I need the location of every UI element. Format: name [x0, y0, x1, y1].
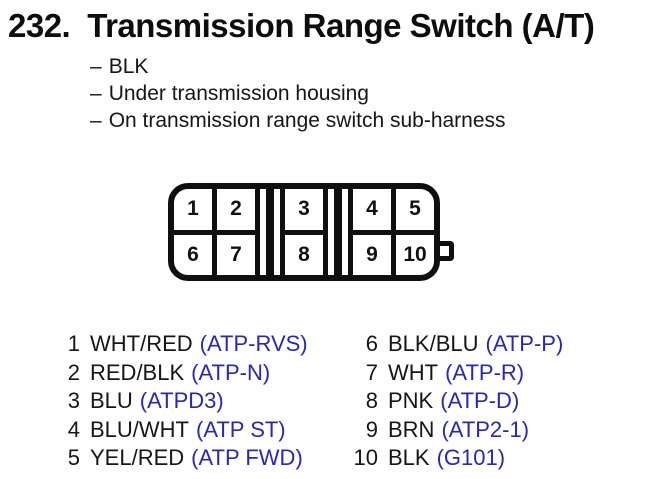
connector-gap [260, 189, 266, 275]
connector-gap [342, 189, 348, 275]
pin-row: 5 YEL/RED(ATP FWD) [50, 444, 308, 473]
signal-name: (ATP-P) [485, 331, 564, 356]
pin-row: 1 WHT/RED(ATP-RVS) [50, 330, 308, 359]
page-title: 232. Transmission Range Switch (A/T) [8, 6, 595, 46]
pin-number: 2 [67, 359, 80, 385]
signal-name: (ATP FWD) [191, 445, 303, 471]
signal-name: (ATP ST) [196, 416, 286, 442]
connector-cavity-1: 1 [174, 189, 212, 230]
signal-name: (ATP-D) [440, 388, 520, 414]
connector-divider-bar [334, 189, 342, 275]
bullet-dash: – [90, 82, 102, 105]
connector-cavity-7: 7 [217, 234, 255, 275]
note-text: On transmission range switch sub-harness [108, 109, 506, 132]
wire-color: BLU/WHT [90, 416, 189, 442]
connector-divider-bar [266, 189, 274, 275]
note-item: –BLK [90, 53, 506, 80]
connector-diagram: 1 2 6 7 3 8 4 5 9 10 [168, 183, 454, 281]
title-text: Transmission Range Switch (A/T) [87, 7, 595, 44]
wire-color: BLK [388, 445, 430, 471]
note-text: BLK [108, 55, 149, 78]
wire-color: PNK [388, 388, 434, 414]
connector-cavity-2: 2 [217, 189, 255, 230]
section-number: 232. [8, 7, 71, 44]
signal-name: (ATPD3) [139, 388, 224, 414]
signal-name: (ATP-R) [445, 359, 525, 385]
connector-group-middle: 3 8 [280, 189, 328, 275]
connector-shell: 1 2 6 7 3 8 4 5 9 10 [168, 183, 440, 281]
connector-gap [274, 189, 280, 275]
wire-color: BRN [388, 416, 435, 442]
pin-number: 8 [365, 388, 378, 414]
signal-name: (ATP-RVS) [199, 331, 308, 356]
connector-gap [328, 189, 334, 275]
signal-name: (ATP2-1) [441, 416, 530, 442]
pin-row: 2 RED/BLK(ATP-N) [50, 359, 308, 388]
pin-number: 1 [67, 331, 80, 356]
connector-group-left: 1 2 6 7 [174, 189, 260, 275]
wire-color: WHT/RED [90, 331, 193, 356]
wire-color: BLK/BLU [388, 331, 479, 356]
bullet-dash: – [90, 55, 102, 78]
wire-color: WHT [388, 359, 439, 385]
pin-row: 7 WHT(ATP-R) [348, 359, 563, 388]
connector-cavity-4: 4 [353, 189, 391, 230]
connector-group-right: 4 5 9 10 [348, 189, 434, 275]
pin-number: 9 [365, 416, 378, 442]
connector-cavity-8: 8 [285, 234, 323, 275]
pin-row: 3 BLU(ATPD3) [50, 387, 308, 416]
pin-row: 4 BLU/WHT (ATP ST) [50, 416, 308, 445]
pin-row: 10 BLK(G101) [348, 444, 563, 473]
pin-number: 10 [353, 445, 378, 471]
pin-row: 6 BLK/BLU(ATP-P) [348, 330, 564, 359]
wire-color: BLU [90, 388, 133, 414]
pin-number: 3 [67, 388, 80, 414]
notes-list: –BLK –Under transmission housing –On tra… [90, 53, 506, 134]
note-text: Under transmission housing [108, 82, 369, 105]
pin-number: 6 [365, 331, 378, 356]
signal-name: (G101) [436, 445, 506, 471]
pin-number: 7 [365, 359, 378, 385]
wire-color: RED/BLK [90, 359, 185, 385]
connector-cavity-9: 9 [353, 234, 391, 275]
wire-color: YEL/RED [90, 445, 185, 471]
bullet-dash: – [90, 109, 102, 132]
pin-number: 5 [67, 445, 80, 471]
pin-row: 8 PNK(ATP-D) [348, 387, 563, 416]
connector-cavity-10: 10 [396, 234, 434, 275]
connector-cavity-6: 6 [174, 234, 212, 275]
pin-number: 4 [67, 416, 80, 442]
pin-row: 9 BRN(ATP2-1) [348, 416, 563, 445]
connector-cavity-3: 3 [285, 189, 323, 230]
signal-name: (ATP-N) [191, 359, 271, 385]
note-item: –On transmission range switch sub-harnes… [90, 107, 506, 134]
note-item: –Under transmission housing [90, 80, 506, 107]
connector-cavity-5: 5 [396, 189, 434, 230]
connector-lock-tab [440, 241, 454, 261]
